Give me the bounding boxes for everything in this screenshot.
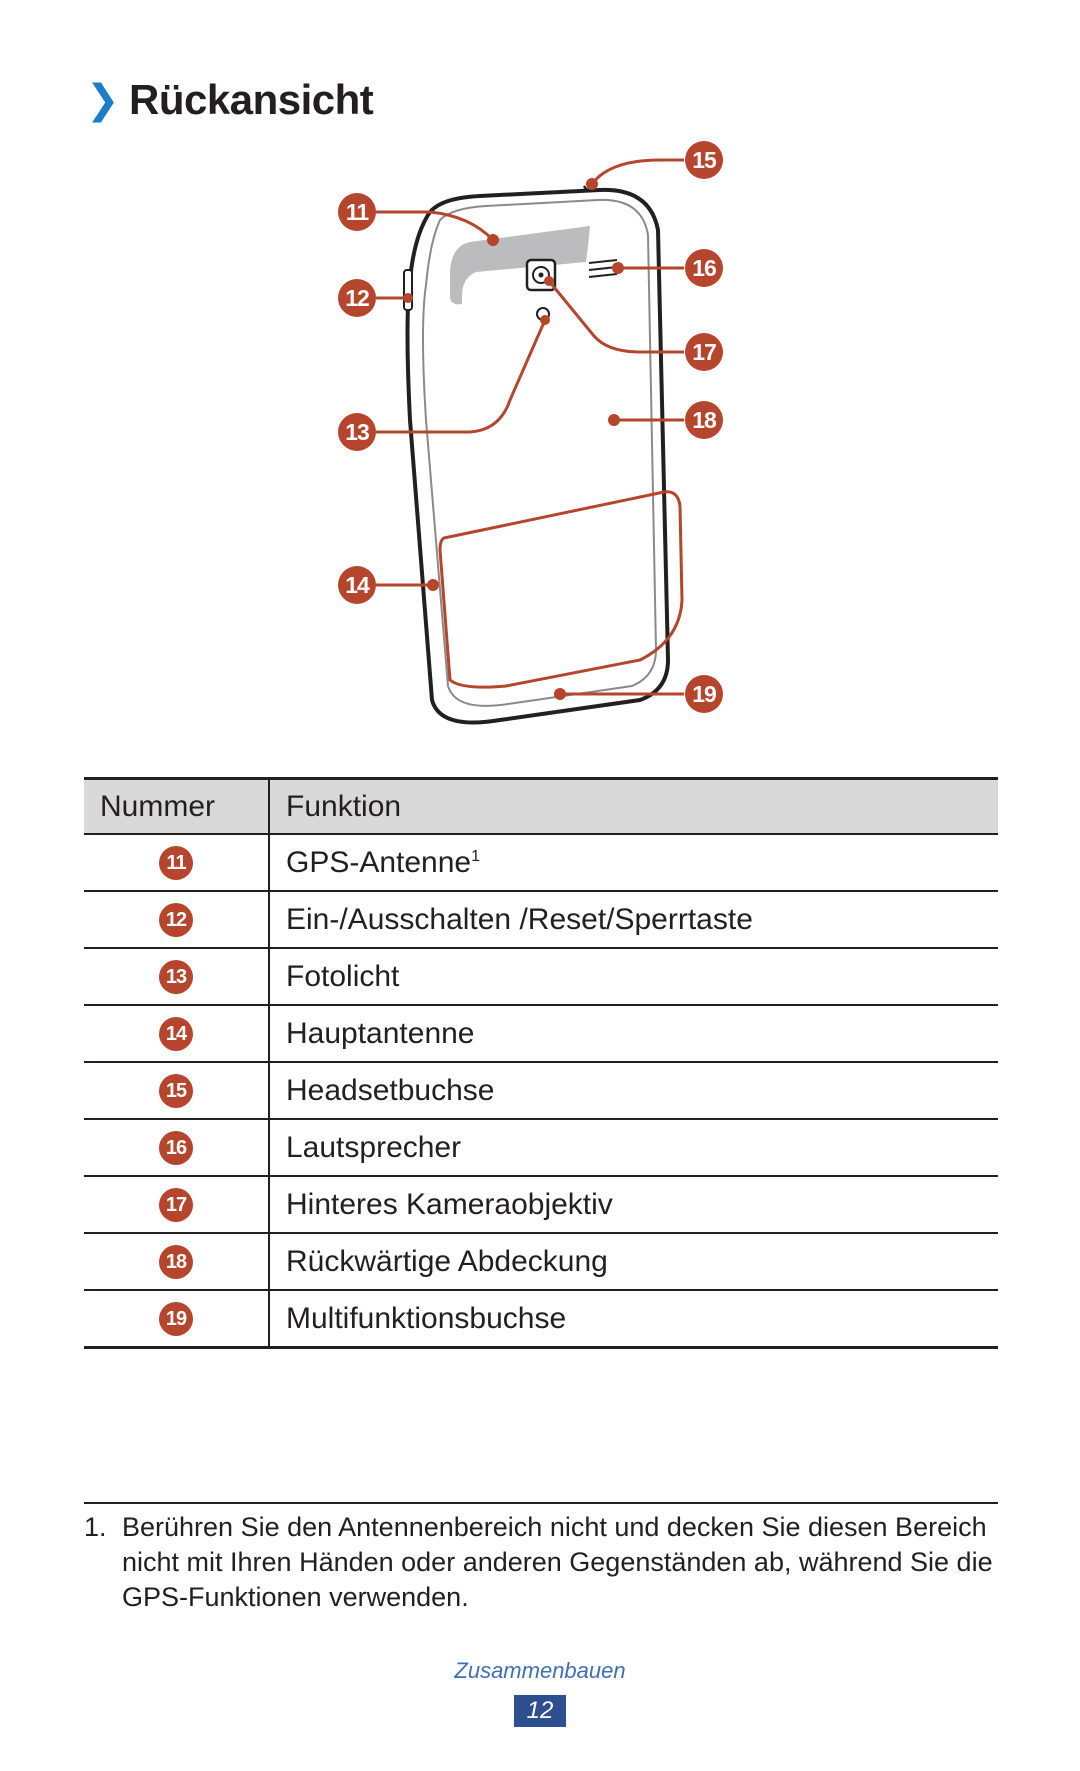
callout-15: 15: [685, 141, 723, 179]
function-label: Lautsprecher: [269, 1119, 998, 1177]
footnote-text: Berühren Sie den Antennenbereich nicht u…: [122, 1512, 993, 1612]
function-label: Ein-/Ausschalten /Reset/Sperrtaste: [269, 891, 998, 949]
header-number: Nummer: [84, 777, 270, 835]
function-label: Fotolicht: [269, 948, 998, 1006]
svg-text:13: 13: [345, 419, 369, 445]
callout-19: 19: [685, 675, 723, 713]
callout-16: 16: [685, 249, 723, 287]
number-badge: 13: [159, 960, 193, 995]
leader-15: [590, 158, 684, 185]
number-badge: 11: [159, 846, 193, 881]
page-heading: ❯ Rückansicht: [86, 76, 374, 124]
number-badge: 18: [159, 1245, 193, 1280]
number-badge: 14: [159, 1017, 193, 1052]
table-row: 12 Ein-/Ausschalten /Reset/Sperrtaste: [84, 891, 998, 949]
callout-12: 12: [338, 279, 376, 317]
gps-antenna-area: [450, 226, 590, 305]
table-row: 16 Lautsprecher: [84, 1119, 998, 1177]
leader-11: [376, 210, 495, 242]
svg-text:12: 12: [345, 285, 369, 311]
number-badge: 15: [159, 1074, 193, 1109]
function-label: Headsetbuchse: [269, 1062, 998, 1120]
callout-18: 18: [685, 401, 723, 439]
table-row: 15 Headsetbuchse: [84, 1062, 998, 1120]
table-header-row: Nummer Funktion: [84, 777, 998, 835]
footnote: 1. Berühren Sie den Antennenbereich nich…: [84, 1510, 998, 1615]
main-antenna-highlight: [438, 490, 684, 689]
function-label: GPS-Antenne: [286, 845, 472, 879]
side-button: [403, 269, 413, 311]
table-row: 14 Hauptantenne: [84, 1005, 998, 1063]
callout-17: 17: [685, 333, 723, 371]
svg-text:11: 11: [346, 199, 370, 225]
table-row: 13 Fotolicht: [84, 948, 998, 1006]
chevron-right-icon: ❯: [86, 78, 120, 122]
phone-inner-outline: [422, 198, 658, 707]
table-row: 11 GPS-Antenne1: [84, 834, 998, 892]
page-number: 12: [514, 1695, 566, 1727]
footnote-divider: [84, 1502, 998, 1504]
leader-13: [376, 319, 547, 434]
phone-back-illustration: 11 12 13 14 15 16 17 18 19: [0, 120, 1080, 760]
function-label: Multifunktionsbuchse: [269, 1290, 998, 1349]
heading-title: Rückansicht: [129, 76, 374, 123]
table-row: 18 Rückwärtige Abdeckung: [84, 1233, 998, 1291]
callout-14: 14: [338, 566, 376, 604]
section-label: Zusammenbauen: [454, 1658, 626, 1683]
svg-text:16: 16: [692, 255, 716, 281]
svg-text:14: 14: [345, 572, 370, 598]
svg-text:17: 17: [692, 339, 716, 365]
callout-13: 13: [338, 413, 376, 451]
svg-text:19: 19: [692, 681, 716, 707]
footnote-number: 1.: [84, 1512, 107, 1542]
number-badge: 19: [159, 1302, 193, 1337]
footnote-ref: 1: [471, 847, 481, 865]
callout-11: 11: [338, 193, 376, 231]
number-badge: 16: [159, 1131, 193, 1166]
parts-table: Nummer Funktion 11 GPS-Antenne1 12 Ein-/…: [84, 777, 998, 1349]
table-row: 17 Hinteres Kameraobjektiv: [84, 1176, 998, 1234]
function-label: Hinteres Kameraobjektiv: [269, 1176, 998, 1234]
table-row: 19 Multifunktionsbuchse: [84, 1290, 998, 1349]
number-badge: 17: [159, 1188, 193, 1223]
svg-text:15: 15: [692, 147, 717, 173]
function-label: Rückwärtige Abdeckung: [269, 1233, 998, 1291]
leader-17: [547, 280, 684, 354]
svg-text:18: 18: [692, 407, 717, 433]
number-badge: 12: [159, 903, 193, 938]
header-function: Funktion: [269, 777, 998, 835]
function-label: Hauptantenne: [269, 1005, 998, 1063]
